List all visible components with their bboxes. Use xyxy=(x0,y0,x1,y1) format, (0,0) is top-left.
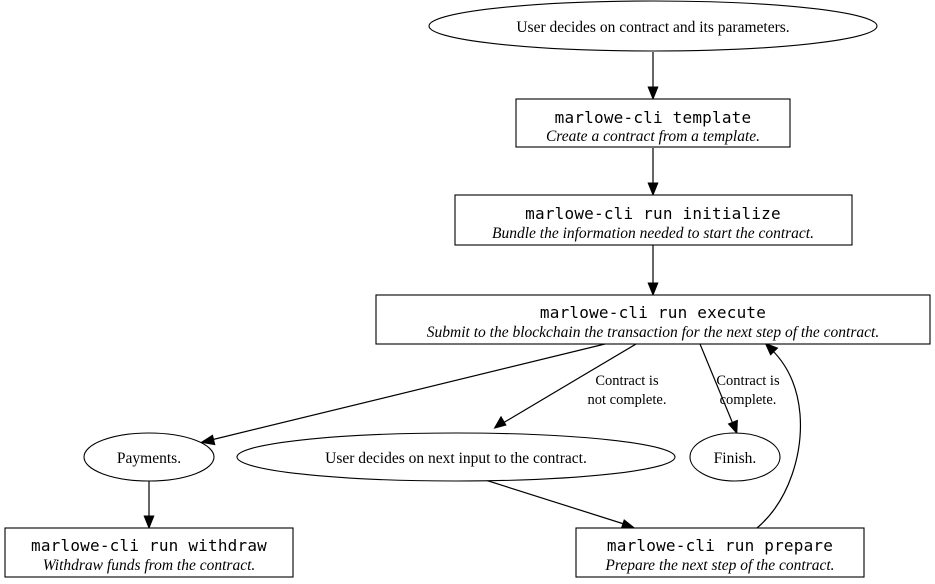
finish-ellipse xyxy=(689,432,781,482)
execute-description: Submit to the blockchain the transaction… xyxy=(427,324,879,341)
start-ellipse xyxy=(428,0,878,52)
edge-label-not-complete: Contract is not complete. xyxy=(588,373,667,408)
initialize-command: marlowe-cli run initialize xyxy=(525,204,781,223)
next-input-label: User decides on next input to the contra… xyxy=(325,450,587,467)
prepare-description: Prepare the next step of the contract. xyxy=(604,557,834,574)
initialize-description: Bundle the information needed to start t… xyxy=(492,225,814,242)
complete-line-2: complete. xyxy=(720,392,777,408)
not-complete-line-2: not complete. xyxy=(588,392,667,408)
arrow-head-icon xyxy=(493,415,507,429)
node-template: marlowe-cli template Create a contract f… xyxy=(515,98,791,148)
arrow-head-icon xyxy=(647,282,659,297)
arrow-head-icon xyxy=(143,515,155,530)
withdraw-description: Withdraw funds from the contract. xyxy=(43,557,256,574)
edge-line xyxy=(502,343,637,424)
edge-line xyxy=(699,343,734,425)
execute-command: marlowe-cli run execute xyxy=(540,303,766,322)
node-payments: Payments. xyxy=(83,432,215,482)
node-execute: marlowe-cli run execute Submit to the bl… xyxy=(375,294,931,345)
edge-start-to-template xyxy=(647,52,659,101)
arrow-head-icon xyxy=(647,182,659,197)
template-command: marlowe-cli template xyxy=(555,108,752,127)
arrow-head-icon xyxy=(727,419,738,435)
initialize-box xyxy=(454,194,853,246)
node-initialize: marlowe-cli run initialize Bundle the in… xyxy=(454,194,853,246)
node-withdraw: marlowe-cli run withdraw Withdraw funds … xyxy=(4,527,294,578)
payments-ellipse xyxy=(83,432,215,482)
edge-payments-to-withdraw xyxy=(143,481,155,530)
edge-execute-to-next-input xyxy=(493,343,637,429)
node-next-input: User decides on next input to the contra… xyxy=(236,432,676,482)
edge-initialize-to-execute xyxy=(647,245,659,297)
withdraw-command: marlowe-cli run withdraw xyxy=(31,536,267,555)
edge-line xyxy=(210,343,606,441)
prepare-command: marlowe-cli run prepare xyxy=(607,536,833,555)
template-description: Create a contract from a template. xyxy=(546,128,760,145)
edge-label-complete: Contract is complete. xyxy=(716,373,780,408)
next-input-ellipse xyxy=(236,432,676,482)
not-complete-line-1: Contract is xyxy=(595,373,659,389)
edge-execute-to-finish xyxy=(699,343,738,435)
node-finish: Finish. xyxy=(689,432,781,482)
withdraw-box xyxy=(4,527,294,578)
edge-line xyxy=(756,349,802,529)
arrow-head-icon xyxy=(200,434,216,446)
execute-box xyxy=(375,294,931,345)
start-label: User decides on contract and its paramet… xyxy=(516,19,789,36)
node-start: User decides on contract and its paramet… xyxy=(428,0,878,52)
edge-prepare-to-execute xyxy=(756,342,802,529)
arrow-head-icon xyxy=(647,86,659,101)
template-box xyxy=(515,98,791,148)
complete-line-1: Contract is xyxy=(716,373,780,389)
finish-label: Finish. xyxy=(714,450,757,467)
prepare-box xyxy=(575,527,865,578)
arrow-head-icon xyxy=(764,342,779,356)
node-prepare: marlowe-cli run prepare Prepare the next… xyxy=(575,527,865,578)
edge-execute-to-payments xyxy=(200,343,606,446)
payments-label: Payments. xyxy=(117,450,181,467)
edge-template-to-initialize xyxy=(647,148,659,197)
